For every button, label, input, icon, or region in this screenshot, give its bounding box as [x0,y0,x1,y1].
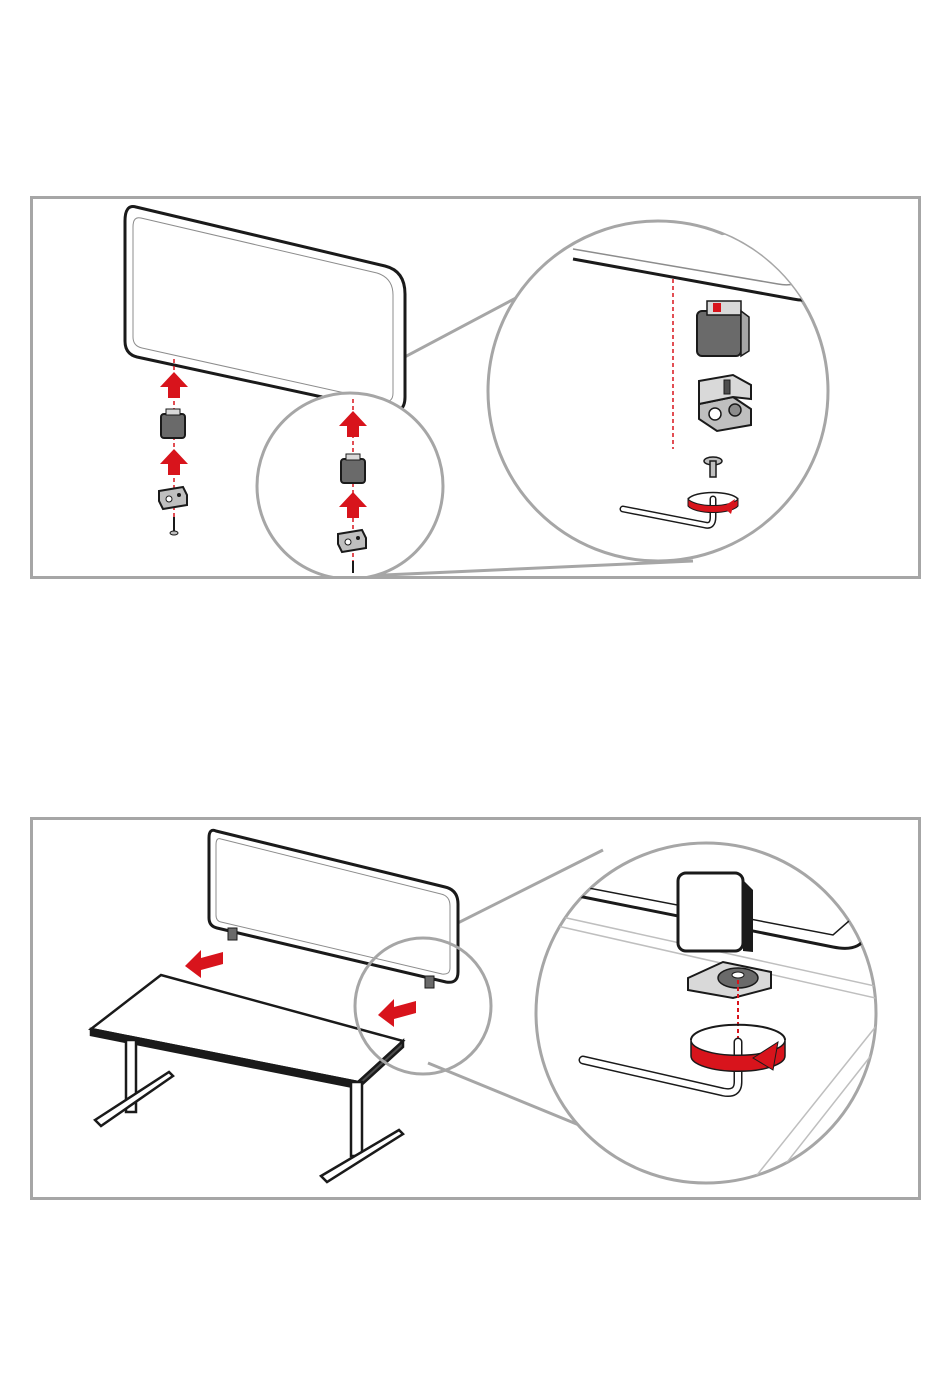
slide-arrow-icon [185,950,223,978]
desk-leg-left [95,1040,173,1126]
zoom-circle-small [257,393,443,576]
left-assembly [159,359,188,535]
step-1-panel [30,196,921,579]
clamp-block-icon [341,454,365,483]
slide-arrow-icon [378,999,416,1027]
up-arrow-icon [160,372,188,398]
up-arrow-icon [160,449,188,475]
step-2-panel [30,817,921,1200]
clamp-block-icon [678,873,753,952]
zoom-circle-large [536,843,903,1183]
mounting-bracket-icon [699,375,751,431]
screw-icon [170,517,178,535]
zoom-circle-large [488,219,828,561]
step-2-illustration [33,820,918,1197]
mounting-bracket-icon [338,530,366,552]
screen-panel [209,830,458,988]
mounting-bracket-icon [159,487,187,509]
step-1-illustration [33,199,918,576]
clamp-block-icon [161,409,185,438]
desk-leg-right [321,1082,403,1182]
